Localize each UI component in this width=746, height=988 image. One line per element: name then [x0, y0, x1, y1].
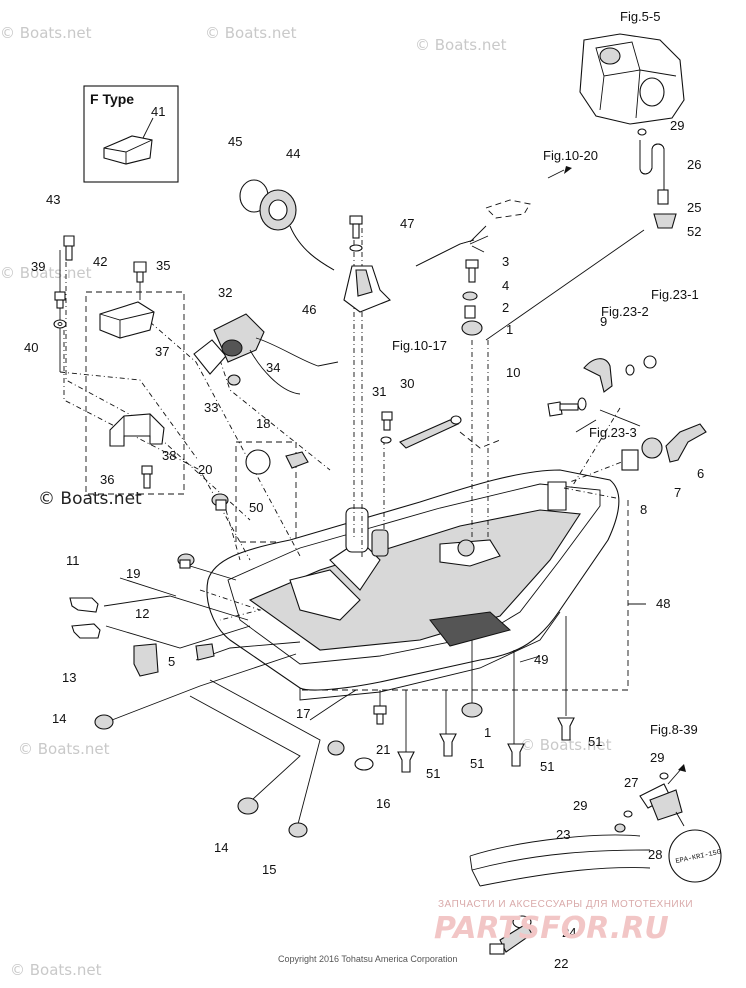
ref-fig-10-17: Fig.10-17: [392, 338, 447, 353]
callout-48: 48: [656, 596, 670, 611]
part-41-bracket: [103, 135, 153, 165]
callout-43: 43: [46, 192, 60, 207]
callout-25: 25: [687, 200, 701, 215]
callout-29: 29: [670, 118, 684, 133]
callout-5: 5: [168, 654, 175, 669]
f-type-inset: F Type 41: [83, 85, 179, 183]
callout-26: 26: [687, 157, 701, 172]
watermark-boats-top-right: © Boats.net: [415, 36, 507, 54]
callout-numbers: 29 26 25 52 45 44 47 46 43 42 35 39 40 3…: [24, 118, 704, 971]
figure-references: Fig.5-5 Fig.10-20 Fig.10-17 Fig.23-1 Fig…: [392, 9, 699, 737]
part-36-bracket: [109, 413, 165, 447]
callout-29-b: 29: [650, 750, 664, 765]
callout-3: 3: [502, 254, 509, 269]
callout-23: 23: [556, 827, 570, 842]
callout-15: 15: [262, 862, 276, 877]
copyright-notice: Copyright 2016 Tohatsu America Corporati…: [278, 954, 457, 964]
ref-fig-10-20: Fig.10-20: [543, 148, 598, 163]
callout-19: 19: [126, 566, 140, 581]
ref-fig-23-2: Fig.23-2: [601, 304, 649, 319]
callout-9: 9: [600, 314, 607, 329]
f-type-frame: [83, 85, 179, 183]
callout-16: 16: [376, 796, 390, 811]
callout-39: 39: [31, 259, 45, 274]
callout-41: 41: [151, 104, 165, 119]
callout-22: 22: [554, 956, 568, 971]
arrows: [547, 166, 686, 785]
watermark-boats-mid-left: © Boats.net: [0, 264, 92, 282]
assembly-box-18: [235, 441, 297, 543]
callout-51-c: 51: [470, 756, 484, 771]
callout-8: 8: [640, 502, 647, 517]
callout-38: 38: [162, 448, 176, 463]
callout-30: 30: [400, 376, 414, 391]
callout-12: 12: [135, 606, 149, 621]
callout-1-upper: 1: [506, 322, 513, 337]
callout-11: 11: [66, 553, 80, 568]
small-parts: EPA-KRI-15G: [53, 33, 722, 955]
callout-17: 17: [296, 706, 310, 721]
engine-block-sketch: [579, 33, 685, 125]
epa-stamp: [668, 829, 722, 883]
callout-35: 35: [156, 258, 170, 273]
callout-40: 40: [24, 340, 38, 355]
callout-44: 44: [286, 146, 300, 161]
leader-lines: [59, 228, 646, 825]
lower-engine-cover: [206, 469, 620, 701]
callout-51-a: 51: [588, 734, 602, 749]
callout-51-d: 51: [540, 759, 554, 774]
callout-47: 47: [400, 216, 414, 231]
callout-34: 34: [266, 360, 280, 375]
watermark-boats-top-center: © Boats.net: [205, 24, 297, 42]
callout-50: 50: [249, 500, 263, 515]
callout-10: 10: [506, 365, 520, 380]
ref-fig-5-5: Fig.5-5: [620, 9, 660, 24]
callout-45: 45: [228, 134, 242, 149]
watermark-boats-bottom-right: © Boats.net: [520, 736, 612, 754]
callout-32: 32: [218, 285, 232, 300]
callout-28: 28: [648, 847, 662, 862]
shop-logo: PARTSFOR.RU: [434, 911, 669, 946]
callout-46: 46: [302, 302, 316, 317]
callout-20: 20: [198, 462, 212, 477]
callout-52: 52: [687, 224, 701, 239]
callout-18: 18: [256, 416, 270, 431]
part-9-lever: [583, 358, 613, 393]
callout-49: 49: [534, 652, 548, 667]
watermark-boats-top-left: © Boats.net: [0, 24, 92, 42]
ref-fig-23-1: Fig.23-1: [651, 287, 699, 302]
ref-fig-23-3: Fig.23-3: [589, 425, 637, 440]
callout-33: 33: [204, 400, 218, 415]
part-6-lever: [665, 423, 707, 463]
callout-4: 4: [502, 278, 509, 293]
watermark-boats-main: © Boats.net: [38, 489, 142, 509]
callout-36: 36: [100, 472, 114, 487]
callout-27: 27: [624, 775, 638, 790]
watermark-boats-bottom-left-2: © Boats.net: [10, 961, 102, 979]
callout-24: 24: [562, 925, 576, 940]
callout-2: 2: [502, 300, 509, 315]
callout-13: 13: [62, 670, 76, 685]
callout-6: 6: [697, 466, 704, 481]
callout-37: 37: [155, 344, 169, 359]
callout-29-c: 29: [573, 798, 587, 813]
callout-21: 21: [376, 742, 390, 757]
shop-tagline: ЗАПЧАСТИ И АКСЕССУАРЫ ДЛЯ МОТОТЕХНИКИ: [438, 899, 693, 910]
callout-42: 42: [93, 254, 107, 269]
callout-7: 7: [674, 485, 681, 500]
f-type-title: F Type: [90, 91, 134, 107]
part-37-bracket: [99, 301, 155, 339]
ref-fig-8-39: Fig.8-39: [650, 722, 698, 737]
callout-14-upper: 14: [52, 711, 66, 726]
callout-51-b: 51: [426, 766, 440, 781]
watermark-boats-bottom-left-1: © Boats.net: [18, 740, 110, 758]
callout-1-lower: 1: [484, 725, 491, 740]
callout-31: 31: [372, 384, 386, 399]
part-30-stay: [399, 419, 460, 449]
callout-14-lower: 14: [214, 840, 228, 855]
